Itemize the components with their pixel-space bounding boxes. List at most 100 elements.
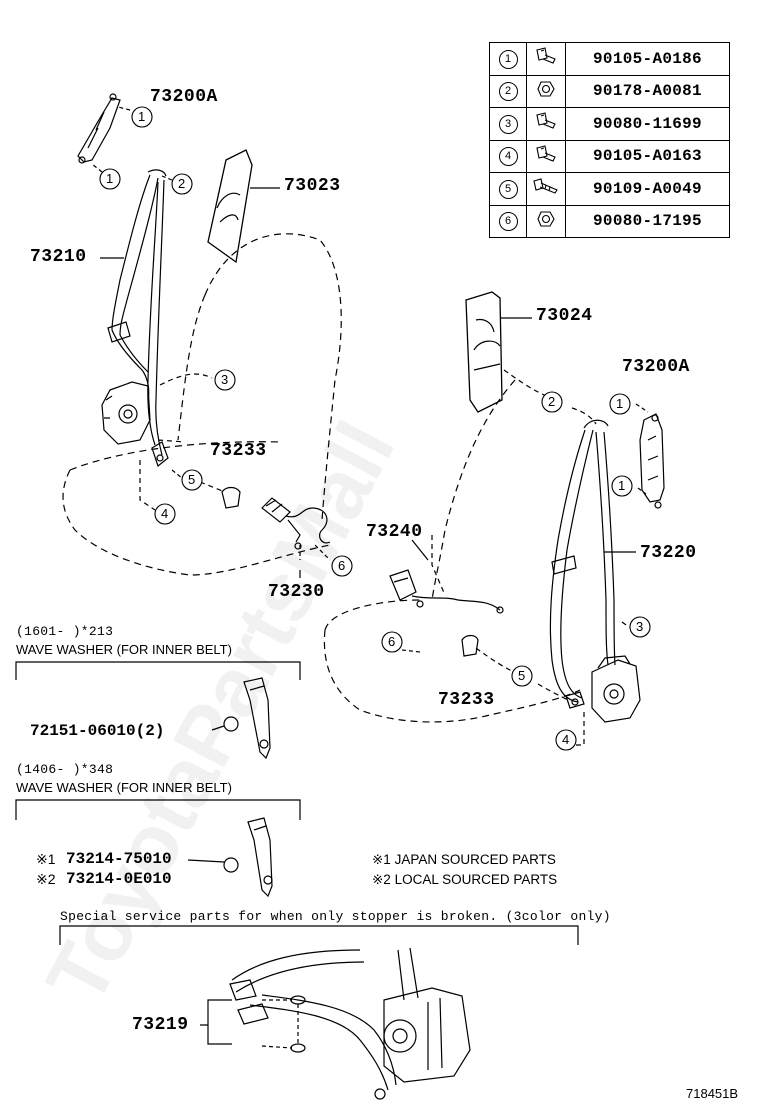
label-73200a-left[interactable]: 73200A — [150, 87, 218, 107]
bolt-long-icon — [526, 172, 566, 206]
fastener-index: 2 — [489, 74, 527, 108]
callout-num: 1 — [618, 478, 626, 493]
fastener-part-number[interactable]: 90178-A0081 — [565, 74, 730, 108]
bracket-box-1 — [15, 661, 301, 680]
belt-73220 — [549, 419, 616, 703]
callout-num: 3 — [221, 372, 229, 387]
buckle-72151 — [211, 677, 271, 760]
part-73214-75010[interactable]: 73214-75010 — [66, 850, 172, 868]
fastener-part-number[interactable]: 90080-17195 — [565, 204, 730, 238]
callout-4-a — [154, 503, 176, 525]
buckle-73240 — [389, 569, 504, 614]
part-72151[interactable]: 72151-06010(2) — [30, 722, 165, 740]
retractor-right — [591, 655, 641, 723]
callout-num: 6 — [338, 558, 346, 573]
callout-3-a — [214, 369, 236, 391]
callout-num: 4 — [161, 506, 169, 521]
left-seat-outline — [62, 233, 342, 576]
pillar-garnish-73023 — [207, 149, 253, 264]
fastener-part-number[interactable]: 90109-A0049 — [565, 172, 730, 206]
bracket-box-3 — [59, 925, 579, 945]
callout-1-a — [131, 106, 153, 128]
fastener-row[interactable]: 5 90109-A0049 — [489, 172, 730, 206]
callout-num: 2 — [548, 394, 556, 409]
fastener-row[interactable]: 6 90080-17195 — [489, 204, 730, 238]
label-73240[interactable]: 73240 — [366, 522, 423, 542]
buckle-73214 — [187, 817, 273, 898]
fastener-index-circle: 3 — [498, 114, 518, 134]
cover-73233-left — [221, 486, 241, 509]
fastener-index: 6 — [489, 204, 527, 238]
part-73214-0e010[interactable]: 73214-0E010 — [66, 870, 172, 888]
fastener-part-number[interactable]: 90105-A0163 — [565, 139, 730, 173]
bolt-flange-icon — [526, 42, 566, 76]
fastener-index: 3 — [489, 107, 527, 141]
pillar-garnish-73024 — [465, 291, 503, 413]
retractor-left — [101, 381, 151, 445]
source-legend-1: ※1 JAPAN SOURCED PARTS — [372, 852, 556, 867]
fastener-index-circle: 5 — [498, 179, 518, 199]
callout-1-c — [609, 393, 631, 415]
fastener-row[interactable]: 1 90105-A0186 — [489, 42, 730, 76]
label-73219[interactable]: 73219 — [132, 1015, 189, 1035]
fastener-table: 1 90105-A0186 2 90178-A0081 3 90080-11699 4 901… — [489, 42, 730, 238]
source-mark-2: ※2 — [36, 871, 56, 887]
label-73023[interactable]: 73023 — [284, 176, 341, 196]
bolt-flange-icon — [526, 107, 566, 141]
label-73233-left[interactable]: 73233 — [210, 441, 267, 461]
label-73230[interactable]: 73230 — [268, 582, 325, 602]
wave-washer-note-1: WAVE WASHER (FOR INNER BELT) — [16, 642, 232, 657]
anchor-left — [151, 441, 169, 468]
nut-icon — [526, 204, 566, 238]
fastener-row[interactable]: 2 90178-A0081 — [489, 74, 730, 108]
height-adjuster-left — [77, 93, 121, 164]
callout-num: 4 — [562, 732, 570, 747]
source-legend-2: ※2 LOCAL SOURCED PARTS — [372, 872, 558, 887]
callout-1-b — [99, 168, 121, 190]
diagram-id: 718451B — [686, 1086, 739, 1101]
fastener-part-number[interactable]: 90080-11699 — [565, 107, 730, 141]
label-73220[interactable]: 73220 — [640, 543, 697, 563]
callout-6-a — [331, 555, 353, 577]
callout-6-b — [381, 631, 403, 653]
source-mark-1: ※1 — [36, 851, 56, 867]
stopper-detail — [200, 947, 471, 1100]
special-service-note: Special service parts for when only stop… — [60, 909, 611, 924]
callout-2-b — [541, 391, 563, 413]
fastener-part-number[interactable]: 90105-A0186 — [565, 42, 730, 76]
right-seat-outline — [323, 379, 581, 723]
nut-icon — [526, 74, 566, 108]
label-73024[interactable]: 73024 — [536, 306, 593, 326]
belt-73210 — [107, 169, 167, 456]
height-adjuster-right — [639, 413, 665, 509]
callout-5-a — [181, 469, 203, 491]
fastener-index: 1 — [489, 42, 527, 76]
callout-num: 3 — [636, 619, 644, 634]
bolt-flange-icon — [526, 139, 566, 173]
range-note-1: (1601- )*213 — [16, 624, 114, 639]
callout-num: 5 — [518, 668, 526, 683]
label-73233-right[interactable]: 73233 — [438, 690, 495, 710]
callout-5-b — [511, 665, 533, 687]
fastener-index-circle: 6 — [498, 212, 518, 232]
callout-2-a — [171, 173, 193, 195]
fastener-row[interactable]: 4 90105-A0163 — [489, 139, 730, 173]
cover-73233-right — [461, 634, 479, 657]
label-73210[interactable]: 73210 — [30, 247, 87, 267]
fastener-index-circle: 4 — [498, 147, 518, 167]
label-73200a-right[interactable]: 73200A — [622, 357, 690, 377]
callout-4-b — [555, 729, 577, 751]
fastener-row[interactable]: 3 90080-11699 — [489, 107, 730, 141]
wave-washer-note-2: WAVE WASHER (FOR INNER BELT) — [16, 780, 232, 795]
callout-num: 6 — [388, 634, 396, 649]
callout-3-b — [629, 616, 651, 638]
fastener-index-circle: 1 — [498, 49, 518, 69]
fastener-index: 5 — [489, 172, 527, 206]
anchor-right — [565, 691, 585, 709]
fastener-index: 4 — [489, 139, 527, 173]
callout-num: 1 — [106, 171, 114, 186]
callout-1-d — [611, 475, 633, 497]
callout-num: 2 — [178, 176, 186, 191]
